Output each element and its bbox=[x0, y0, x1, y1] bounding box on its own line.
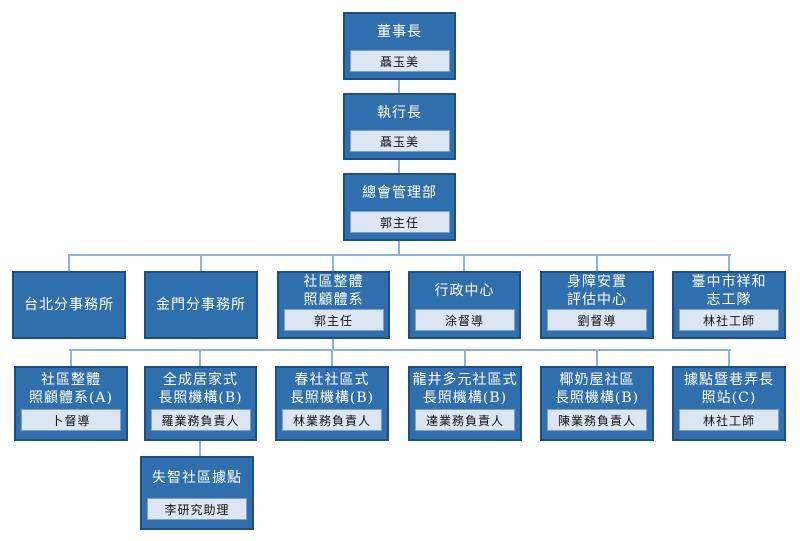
org-node-quancheng: 全成居家式 長照機構(B) 羅業務負責人 bbox=[144, 366, 257, 441]
node-title-line: 長照機構(B) bbox=[554, 389, 640, 406]
node-title: 社區整體 照顧體系 bbox=[304, 273, 364, 309]
connector-line bbox=[200, 255, 202, 271]
node-name-box: 陳業務負責人 bbox=[547, 409, 647, 431]
node-title: 執行長 bbox=[377, 95, 422, 130]
org-node-dementia: 失智社區據點 李研究助理 bbox=[140, 456, 254, 530]
connector-line bbox=[398, 160, 400, 173]
org-node-chairman: 董事長 聶玉美 bbox=[343, 12, 456, 80]
node-name-box: 羅業務負責人 bbox=[150, 409, 251, 431]
node-title-line: 長照機構(B) bbox=[289, 389, 375, 406]
node-name-box: 李研究助理 bbox=[147, 498, 247, 520]
node-title-line: 社區整體 bbox=[40, 371, 101, 388]
org-node-care-a: 社區整體 照顧體系(A) 卜督導 bbox=[14, 366, 128, 441]
connector-line bbox=[728, 350, 730, 366]
connector-line bbox=[332, 339, 334, 350]
connector-line bbox=[332, 255, 334, 271]
org-node-kinmen: 金門分事務所 bbox=[144, 271, 258, 339]
node-title: 臺中市祥和 志工隊 bbox=[692, 273, 767, 309]
node-title-line: 據點暨巷弄長 bbox=[684, 371, 774, 388]
node-title: 金門分事務所 bbox=[156, 273, 246, 337]
node-title: 行政中心 bbox=[435, 273, 495, 309]
node-title-line: 社區整體 bbox=[303, 274, 364, 290]
node-title: 社區整體 照顧體系(A) bbox=[29, 368, 113, 409]
node-name-box: 郭主任 bbox=[283, 309, 384, 331]
org-node-ceo: 執行長 聶玉美 bbox=[343, 93, 456, 160]
connector-line bbox=[69, 349, 731, 351]
org-node-hq: 總會管理部 郭主任 bbox=[343, 173, 456, 241]
connector-line bbox=[68, 254, 731, 256]
node-title-line: 總會管理部 bbox=[362, 185, 437, 201]
node-title: 身障安置 評估中心 bbox=[567, 273, 627, 309]
connector-line bbox=[728, 255, 730, 271]
org-node-yenaiwu: 椰奶屋社區 長照機構(B) 陳業務負責人 bbox=[540, 366, 654, 441]
node-title-line: 評估中心 bbox=[567, 292, 627, 308]
node-title: 椰奶屋社區 長照機構(B) bbox=[555, 368, 639, 409]
connector-line bbox=[596, 350, 598, 366]
connector-line bbox=[398, 80, 400, 93]
node-title-line: 身障安置 bbox=[567, 274, 627, 290]
org-node-taipei: 台北分事務所 bbox=[12, 271, 126, 339]
node-name-box: 郭主任 bbox=[349, 211, 450, 233]
node-title-line: 金門分事務所 bbox=[156, 297, 246, 313]
node-title: 失智社區據點 bbox=[152, 458, 242, 498]
connector-line bbox=[199, 350, 201, 366]
node-name-box: 劉督導 bbox=[547, 309, 647, 331]
connector-line bbox=[68, 255, 70, 271]
node-title: 據點暨巷弄長 照站(C) bbox=[684, 368, 774, 409]
node-name-box: 聶玉美 bbox=[349, 50, 450, 72]
node-title: 總會管理部 bbox=[362, 175, 437, 211]
connector-line bbox=[398, 241, 400, 255]
org-node-chunshe: 春社社區式 長照機構(B) 林業務負責人 bbox=[275, 366, 389, 441]
node-title-line: 照顧體系(A) bbox=[28, 389, 114, 406]
org-node-longjing: 龍井多元社區式 長照機構(B) 達業務負責人 bbox=[408, 366, 522, 441]
node-title: 全成居家式 長照機構(B) bbox=[158, 368, 242, 409]
node-title-line: 長照機構(B) bbox=[158, 389, 243, 406]
node-title-line: 臺中市祥和 bbox=[691, 274, 767, 290]
node-title: 台北分事務所 bbox=[24, 273, 114, 337]
org-node-community-care: 社區整體 照顧體系 郭主任 bbox=[277, 271, 390, 339]
org-node-admin: 行政中心 涂督導 bbox=[408, 271, 521, 339]
connector-line bbox=[464, 350, 466, 366]
node-name-box: 聶玉美 bbox=[349, 130, 450, 152]
node-name-box: 林社工師 bbox=[679, 409, 779, 431]
connector-line bbox=[331, 350, 333, 366]
node-title-line: 長照機構(B) bbox=[422, 389, 508, 406]
node-title-line: 志工隊 bbox=[706, 292, 752, 308]
node-name-box: 涂督導 bbox=[414, 309, 515, 331]
node-title-line: 行政中心 bbox=[434, 283, 495, 299]
node-name-box: 卜督導 bbox=[21, 409, 121, 431]
connector-line bbox=[199, 441, 201, 456]
node-title: 董事長 bbox=[377, 14, 422, 50]
connector-line bbox=[596, 255, 598, 271]
org-node-disability: 身障安置 評估中心 劉督導 bbox=[540, 271, 654, 339]
node-title: 春社社區式 長照機構(B) bbox=[290, 368, 374, 409]
node-title: 龍井多元社區式 長照機構(B) bbox=[413, 368, 518, 409]
node-title-line: 失智社區據點 bbox=[152, 470, 242, 486]
node-title-line: 台北分事務所 bbox=[24, 297, 114, 313]
connector-line bbox=[70, 350, 72, 366]
node-name-box: 林業務負責人 bbox=[282, 409, 382, 431]
node-title-line: 椰奶屋社區 bbox=[559, 371, 635, 388]
node-name-box: 達業務負責人 bbox=[415, 409, 515, 431]
org-node-station-c: 據點暨巷弄長 照站(C) 林社工師 bbox=[672, 366, 786, 441]
org-node-volunteer: 臺中市祥和 志工隊 林社工師 bbox=[672, 271, 786, 339]
node-title-line: 執行長 bbox=[377, 104, 422, 121]
node-name-box: 林社工師 bbox=[679, 309, 779, 331]
node-title-line: 龍井多元社區式 bbox=[412, 371, 518, 388]
node-title-line: 董事長 bbox=[377, 24, 422, 40]
node-title-line: 全成居家式 bbox=[163, 371, 238, 388]
node-title-line: 照顧體系 bbox=[303, 292, 364, 308]
node-title-line: 春社社區式 bbox=[294, 371, 370, 388]
connector-line bbox=[463, 255, 465, 271]
node-title-line: 照站(C) bbox=[701, 389, 757, 406]
